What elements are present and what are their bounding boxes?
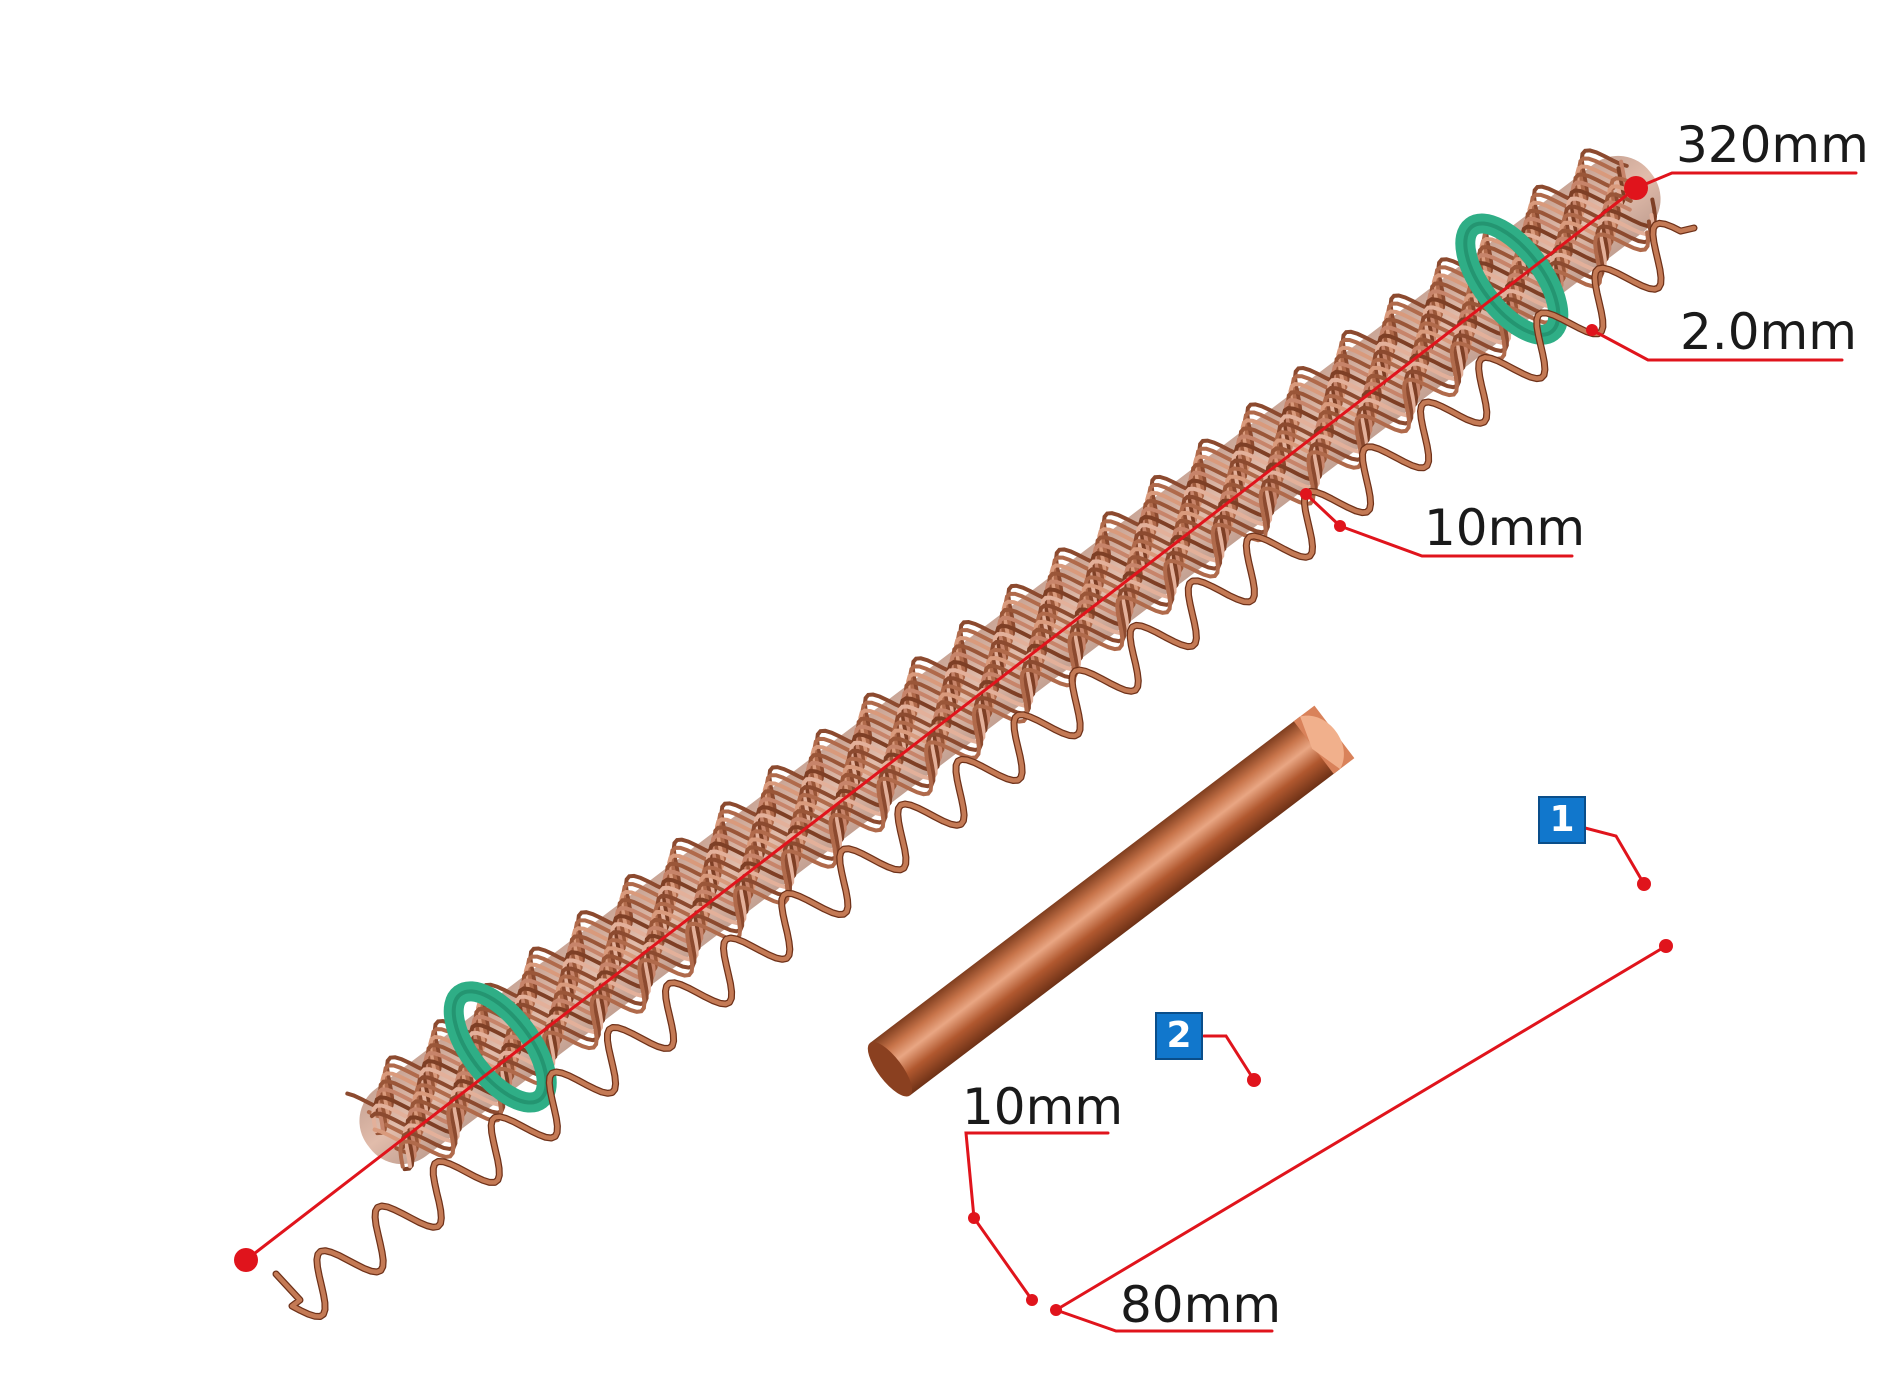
rod-end-flat (867, 1041, 913, 1097)
wave-pitch-label: 10mm (1424, 499, 1586, 557)
rubber-band-right (1455, 213, 1569, 345)
rod-length-label: 80mm (1120, 1276, 1282, 1334)
wire-bundle (345, 148, 1661, 1172)
wave-pitch-start-dot (1300, 488, 1312, 500)
rod-diameter-label: 10mm (962, 1078, 1124, 1136)
rod-body-dot (1247, 1073, 1261, 1087)
bundle-strands (345, 148, 1658, 1172)
rod-diameter-start-dot (968, 1212, 980, 1224)
rod-diameter-end-dot (1026, 1294, 1038, 1306)
rod-length-start-dot (1050, 1304, 1062, 1316)
bundle-length-end-dot (1624, 176, 1648, 200)
wire-diameter-label: 2.0mm (1680, 303, 1857, 361)
rubber-band-left (443, 981, 557, 1113)
rod-end-badge: 1 (1538, 796, 1586, 844)
rod-end-tip (1300, 715, 1344, 770)
bundle-strand (400, 219, 1653, 1152)
rod-end-dot (1637, 877, 1651, 891)
annotation-lines (244, 171, 1858, 1333)
wire-diameter-dot (1586, 324, 1598, 336)
rod-body-badge: 2 (1155, 1012, 1203, 1060)
bundle-length-label: 320mm (1676, 116, 1869, 174)
copper-rod (867, 705, 1355, 1097)
bundle-length-start-dot (234, 1248, 258, 1272)
bundle-strand (402, 197, 1658, 1172)
single-wire (272, 219, 1698, 1320)
rod-length-end-dot (1659, 939, 1673, 953)
bundle-strand (398, 230, 1651, 1169)
bundle-strand (402, 213, 1655, 1169)
wave-pitch-end-dot (1334, 520, 1346, 532)
annotation-dots (234, 176, 1673, 1316)
